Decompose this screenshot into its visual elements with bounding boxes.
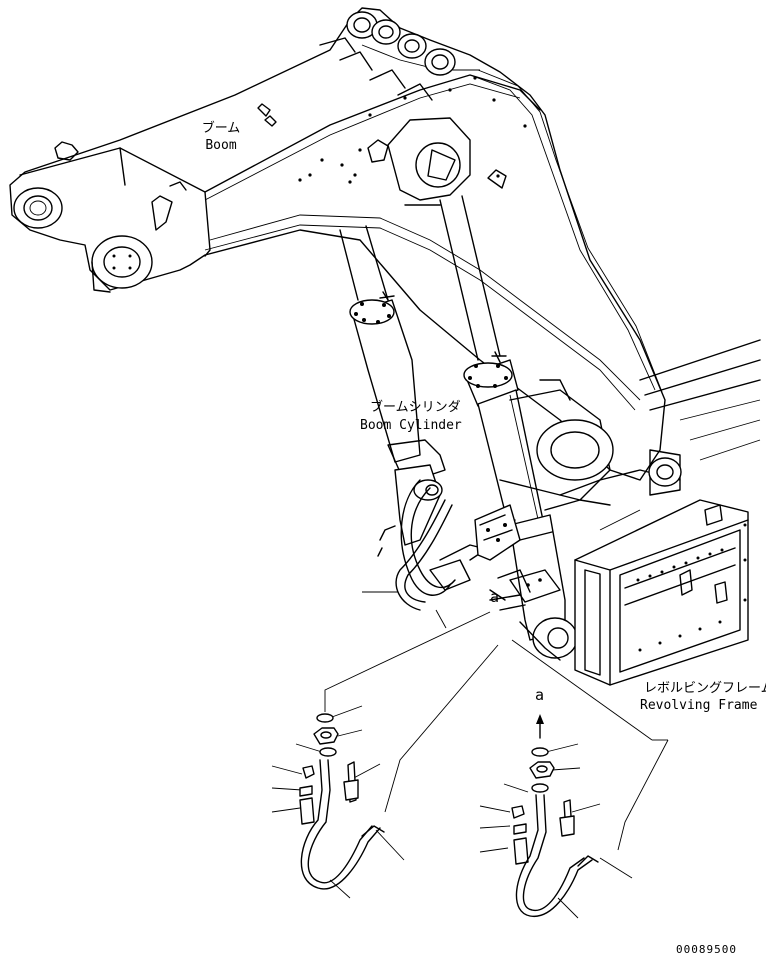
revolving-frame-label-jp: レボルビングフレーム	[644, 681, 766, 696]
boom-cylinder-label-en: Boom Cylinder	[360, 418, 462, 433]
exploded-parts-left	[299, 713, 385, 890]
boom-cylinder-label-jp: ブームシリンダ	[370, 400, 461, 415]
drawing-number: 00089500	[676, 943, 737, 956]
boom	[9, 7, 666, 481]
revolving-frame	[574, 499, 749, 686]
view-a-arrow-label: a	[535, 686, 545, 704]
boom-cylinder-left	[339, 225, 446, 546]
clamp-icon	[302, 765, 315, 779]
leader-lines	[271, 591, 669, 919]
view-a-marker: a	[490, 588, 500, 606]
boom-label-en: Boom	[205, 138, 237, 153]
boom-label-jp: ブーム	[201, 121, 241, 136]
boom-hoses	[377, 479, 561, 611]
revolving-frame-label-en: Revolving Frame	[640, 698, 758, 713]
o-ring-icon	[316, 713, 334, 723]
center-structure	[489, 339, 761, 611]
exploded-parts-right	[511, 714, 599, 917]
boom-cylinder-right	[387, 117, 578, 661]
hose-icon	[300, 759, 381, 890]
flange-icon	[313, 727, 339, 745]
